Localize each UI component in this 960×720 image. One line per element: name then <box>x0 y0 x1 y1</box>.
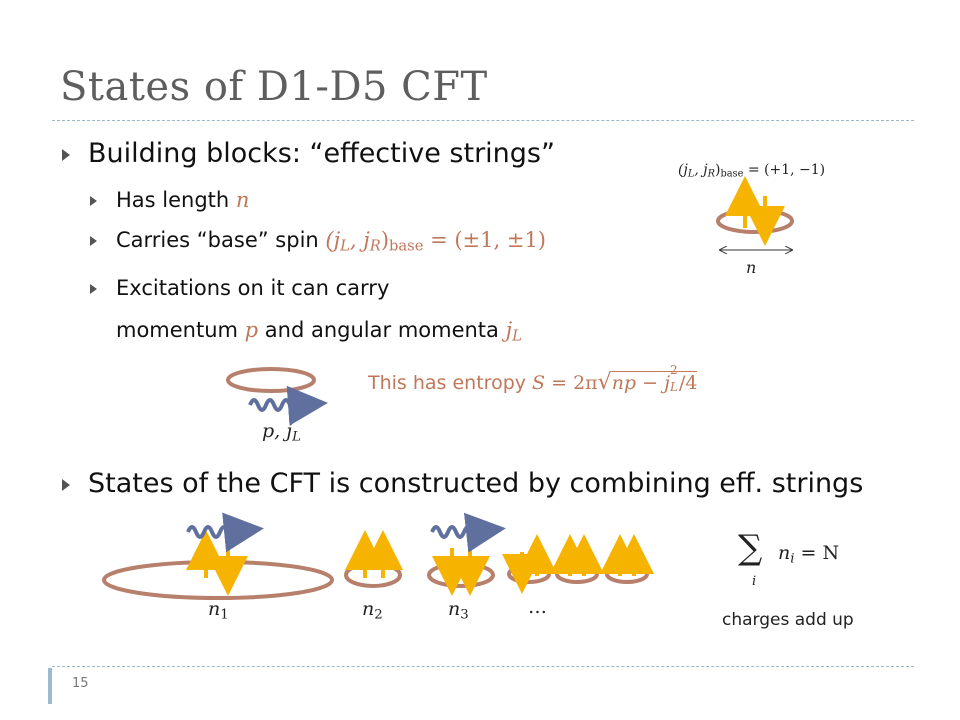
bullet-marker-icon <box>62 149 70 161</box>
entropy-2pi: = 2π <box>545 372 598 394</box>
string-ring-small <box>507 564 551 584</box>
base-string-figure <box>716 176 794 250</box>
label-n3: n3 <box>448 598 469 622</box>
sum-n: n <box>778 542 791 564</box>
bullet-base-spin: Carries “base” spin (jL, jR)base = (±1, … <box>116 228 546 255</box>
spin-label-f: base <box>720 168 744 180</box>
momentum-symbol: p <box>244 318 259 342</box>
sum-sub-i: i <box>790 551 795 567</box>
spin-label-c: , j <box>694 162 708 178</box>
bullet-marker-icon <box>90 196 97 206</box>
excitations-text-a: momentum <box>116 318 245 342</box>
bullet-marker-icon <box>90 284 97 294</box>
wave-excitation-icon <box>430 512 506 553</box>
spin-label-g: = (+1, −1) <box>743 162 826 178</box>
effective-string-ring <box>716 208 794 234</box>
spin-math-sub-l: L <box>340 237 350 255</box>
string-ring-n2 <box>344 562 402 588</box>
sum-expression: ni = N <box>778 542 839 566</box>
length-symbol: n <box>235 188 250 212</box>
page-number: 15 <box>72 676 89 691</box>
bullet-length: Has length n <box>116 188 249 212</box>
base-spin-label: (jL, jR)base = (+1, −1) <box>678 162 825 179</box>
angular-momentum-symbol: j <box>505 318 513 342</box>
spin-label-b: L <box>687 168 695 180</box>
string-ring-small <box>605 564 649 584</box>
sum-equals-n: = N <box>794 542 840 564</box>
spin-label-d: R <box>707 168 715 180</box>
spin-math-e: ) <box>380 228 390 252</box>
n1-sub: 1 <box>220 607 229 623</box>
bullet-base-spin-text: Carries “base” spin <box>116 228 326 252</box>
excitation-figure <box>226 367 328 426</box>
combined-strings-figure <box>102 512 654 600</box>
spin-math-base: base <box>389 237 424 255</box>
spin-math-sub-r: R <box>369 237 381 255</box>
bullet-excitations-line1: Excitations on it can carry <box>116 276 390 300</box>
spin-label-a: (j <box>678 162 688 178</box>
wave-excitation-icon <box>248 385 328 426</box>
spin-math-value: = (±1, ±1) <box>423 228 547 252</box>
title-divider <box>52 120 914 121</box>
bullet-length-text: Has length <box>116 188 236 212</box>
string-ring-small <box>555 564 599 584</box>
spin-label-e: ) <box>714 162 721 178</box>
spin-math-a: (j <box>325 228 341 252</box>
n2-base: n <box>362 598 375 620</box>
n2-sub: 2 <box>374 607 383 623</box>
string-ring-n3 <box>427 562 495 588</box>
slide-title: States of D1-D5 CFT <box>60 64 488 110</box>
entropy-np: np − j <box>611 372 670 394</box>
effective-string-ring <box>226 367 316 393</box>
excitations-text-b: and angular momenta <box>258 318 506 342</box>
sqrt-sign-icon: √ <box>597 370 612 395</box>
string-length-label: n <box>746 258 757 277</box>
bullet-building-blocks: Building blocks: “effective strings” <box>88 138 555 169</box>
entropy-s: S <box>532 372 546 394</box>
string-ring-n1 <box>102 560 334 600</box>
ellipsis: … <box>528 596 547 618</box>
sum-index: i <box>752 574 757 589</box>
footer-accent-bar <box>48 668 52 704</box>
wave-label-b: L <box>292 429 301 445</box>
entropy-sup: 2 <box>669 363 678 377</box>
entropy-prefix: This has entropy <box>368 372 533 394</box>
spin-math-c: , j <box>349 228 370 252</box>
n1-base: n <box>208 598 221 620</box>
label-n1: n1 <box>208 598 229 622</box>
charges-add-up-label: charges add up <box>722 610 854 630</box>
angular-momentum-sub: L <box>512 327 522 345</box>
n3-sub: 3 <box>460 607 469 623</box>
entropy-sub: L <box>669 380 678 394</box>
wave-excitation-icon <box>186 512 264 553</box>
bullet-marker-icon <box>90 236 97 246</box>
n3-base: n <box>448 598 461 620</box>
footer-divider <box>52 666 914 667</box>
wave-momentum-label: p, jL <box>262 420 301 444</box>
wave-label-a: p, j <box>262 420 293 442</box>
label-n2: n2 <box>362 598 383 622</box>
bullet-marker-icon <box>62 479 70 491</box>
bullet-states-of-cft: States of the CFT is constructed by comb… <box>88 468 864 499</box>
bullet-excitations-line2: momentum p and angular momenta jL <box>116 318 522 345</box>
sum-symbol: ∑ <box>738 528 763 568</box>
entropy-div4: /4 <box>678 372 698 394</box>
